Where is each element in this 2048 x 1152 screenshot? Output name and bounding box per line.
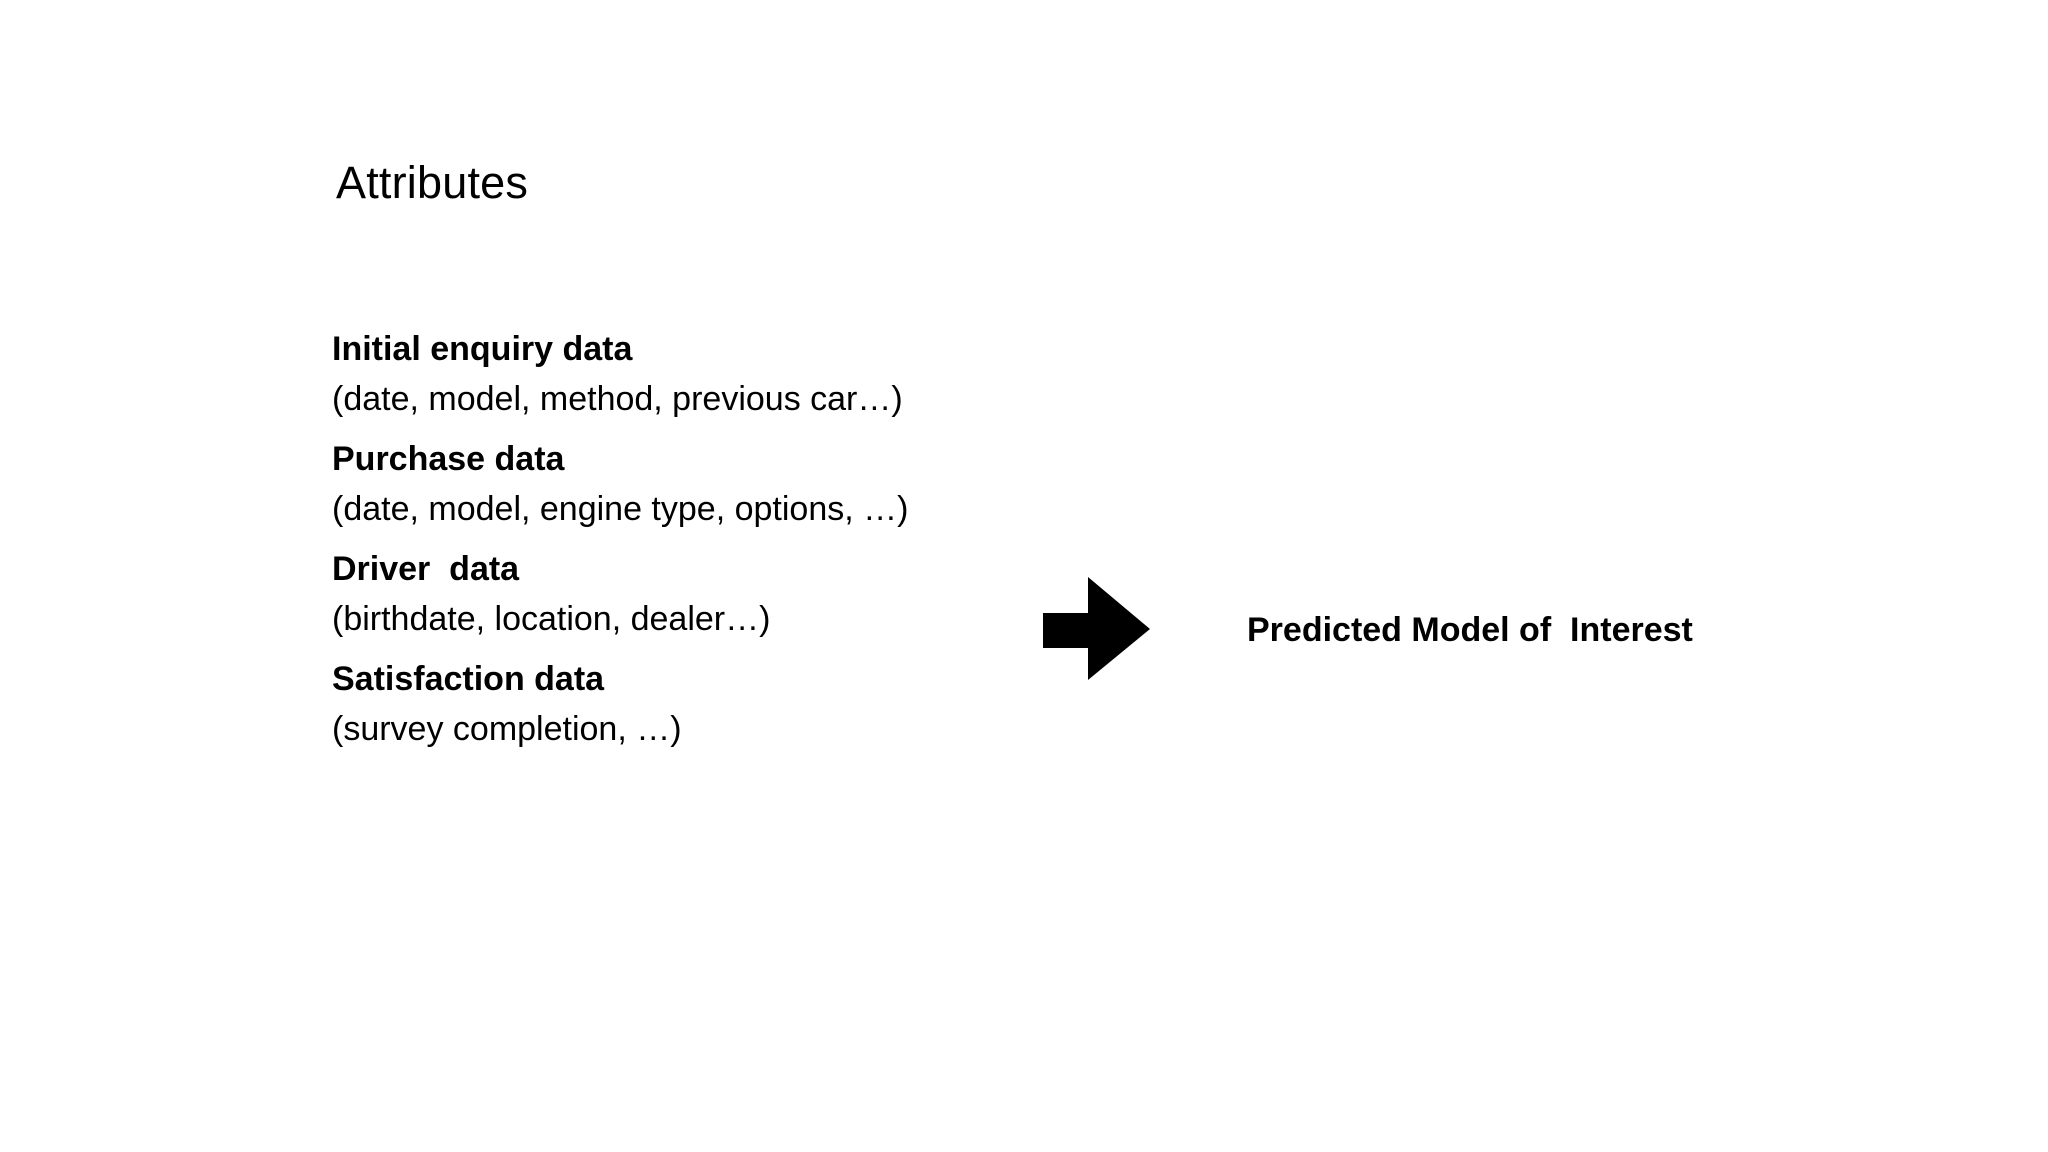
right-arrow-icon xyxy=(1043,577,1150,680)
attribute-group: Satisfaction data (survey completion, …) xyxy=(332,654,952,754)
attribute-heading: Initial enquiry data xyxy=(332,330,633,368)
attribute-group: Purchase data (date, model, engine type,… xyxy=(332,434,952,534)
attributes-list: Initial enquiry data (date, model, metho… xyxy=(332,324,952,764)
attribute-heading: Driver data xyxy=(332,550,520,588)
attribute-heading: Satisfaction data xyxy=(332,660,605,698)
attribute-detail: (birthdate, location, dealer…) xyxy=(332,600,771,638)
attribute-heading: Purchase data xyxy=(332,440,565,478)
attribute-detail: (survey completion, …) xyxy=(332,710,682,748)
attribute-group: Initial enquiry data (date, model, metho… xyxy=(332,324,952,424)
attribute-detail: (date, model, method, previous car…) xyxy=(332,380,903,418)
attribute-detail: (date, model, engine type, options, …) xyxy=(332,490,909,528)
page-title: Attributes xyxy=(336,157,529,208)
predicted-output-label: Predicted Model of Interest xyxy=(1247,611,1693,649)
attribute-group: Driver data (birthdate, location, dealer… xyxy=(332,544,952,644)
